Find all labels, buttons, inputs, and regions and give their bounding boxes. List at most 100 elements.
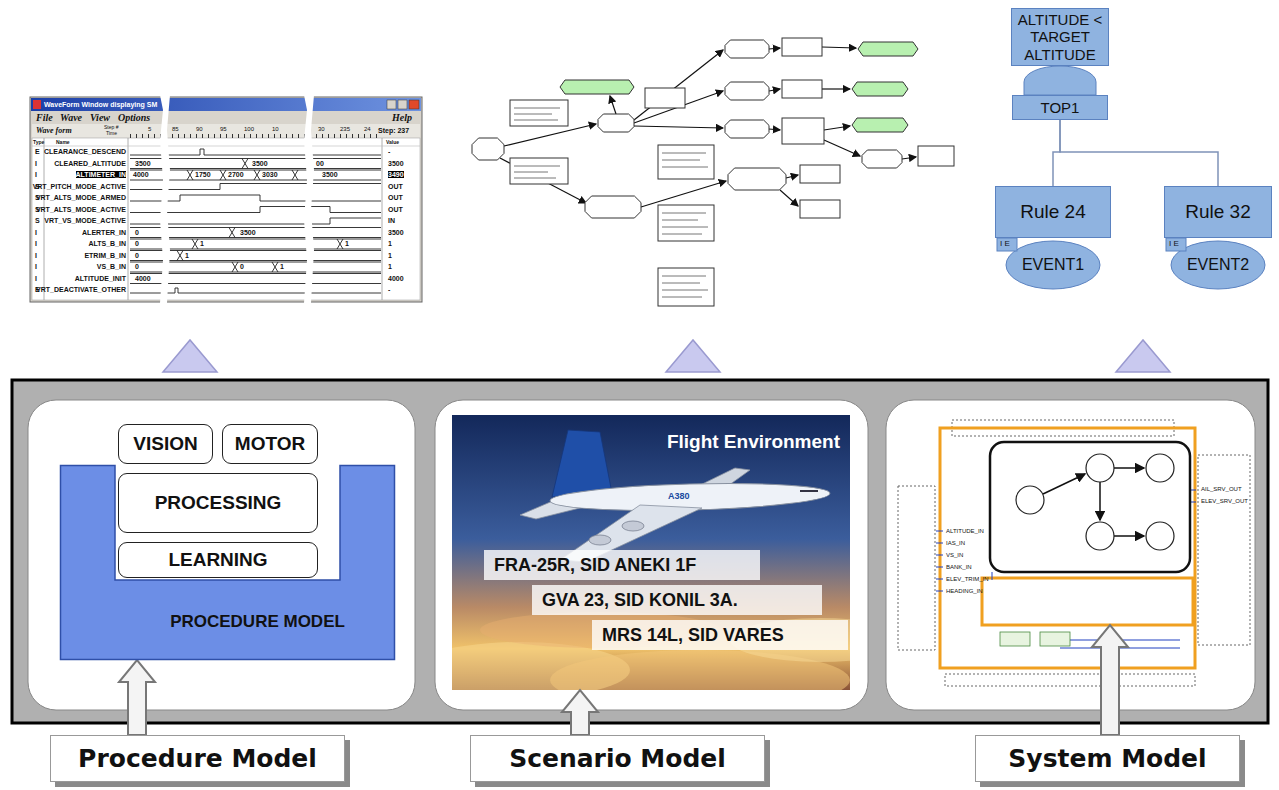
signal-port: ELEV_TRIM_IN bbox=[946, 576, 989, 582]
fault-tree-gate bbox=[1024, 66, 1096, 95]
search-tree-graph bbox=[472, 38, 954, 306]
waveform-window bbox=[44, 138, 382, 300]
signal-type: S bbox=[35, 217, 40, 224]
current-value: 3490 bbox=[388, 171, 404, 178]
u-shape bbox=[61, 466, 395, 660]
waveform-window bbox=[30, 97, 422, 302]
search-tree-graph bbox=[769, 89, 780, 91]
search-tree-graph bbox=[782, 38, 822, 56]
flight-picture bbox=[552, 430, 612, 497]
search-tree-graph bbox=[782, 80, 822, 98]
search-tree-graph bbox=[725, 40, 769, 58]
search-tree-graph bbox=[658, 205, 714, 241]
ruler-number: 10 bbox=[272, 126, 279, 132]
signal-port: AIL_SRV_OUT bbox=[1201, 486, 1242, 492]
node-text: EVENT2 bbox=[1187, 256, 1249, 274]
tree-link bbox=[1060, 120, 1218, 186]
current-value: - bbox=[388, 148, 390, 155]
signal-value: 0 bbox=[135, 240, 139, 247]
condition-box: ALTITUDE < TARGET ALTITUDE bbox=[1011, 8, 1109, 66]
search-tree-graph bbox=[500, 158, 586, 203]
search-tree-graph bbox=[560, 42, 918, 132]
fault-tree-gate bbox=[1166, 238, 1186, 251]
node-text: Rule 24 bbox=[1020, 201, 1086, 223]
flight-picture bbox=[452, 415, 850, 690]
search-tree-graph bbox=[769, 129, 780, 130]
signal-name: ALERTER_IN bbox=[82, 229, 126, 236]
search-tree-graph bbox=[786, 175, 798, 178]
node-text: VISION bbox=[133, 433, 197, 455]
route-band: FRA-25R, SID ANEKI 1F bbox=[484, 550, 760, 580]
signal-value: 00 bbox=[316, 160, 324, 167]
search-tree-graph bbox=[585, 196, 641, 218]
search-tree-graph bbox=[725, 120, 769, 138]
menu-item: Options bbox=[118, 113, 150, 123]
flight-picture bbox=[622, 521, 644, 531]
signal-type: I bbox=[35, 252, 37, 259]
search-tree-graph bbox=[852, 118, 908, 132]
node-text: Flight Environment bbox=[667, 431, 840, 453]
flight-picture bbox=[800, 490, 818, 492]
gate-box: TOP1 bbox=[1012, 95, 1108, 120]
signal-name: ALTITUDE_INIT bbox=[75, 275, 126, 282]
signal-port: ELEV_SRV_OUT bbox=[1201, 498, 1248, 504]
signal-value: 3500 bbox=[135, 160, 151, 167]
search-tree-graph bbox=[822, 88, 850, 89]
model-label: System Model bbox=[975, 735, 1240, 782]
search-tree-graph bbox=[862, 150, 902, 168]
ruler-number: 30 bbox=[318, 126, 325, 132]
event-ellipse: EVENT2 bbox=[1171, 241, 1265, 289]
system-model-diagram bbox=[992, 572, 1180, 648]
fault-tree-gate bbox=[1006, 241, 1100, 289]
signal-name: VRT_DEACTIVATE_OTHER bbox=[36, 286, 126, 293]
system-model-diagram bbox=[898, 420, 1250, 735]
model-label: Scenario Model bbox=[470, 735, 765, 782]
event-tag: I E bbox=[1169, 240, 1179, 248]
waveform-window bbox=[409, 100, 419, 109]
window-title: WaveForm Window displaying SM bbox=[44, 101, 157, 108]
waveform-window bbox=[31, 98, 421, 111]
search-tree-graph bbox=[918, 146, 954, 166]
system-model-diagram bbox=[1146, 454, 1174, 482]
signal-type: I bbox=[35, 229, 37, 236]
waveform-window bbox=[32, 138, 420, 300]
menu-item: Wave bbox=[60, 113, 82, 123]
signal-value: 2700 bbox=[228, 171, 244, 178]
system-model-diagram bbox=[940, 428, 1195, 668]
ruler-number: 100 bbox=[244, 126, 254, 132]
signal-value: 3030 bbox=[262, 171, 278, 178]
current-value: 1 bbox=[388, 252, 392, 259]
model-label: Procedure Model bbox=[50, 735, 345, 782]
waveform-window bbox=[130, 134, 381, 138]
search-tree-graph bbox=[662, 276, 708, 297]
event-tag: I E bbox=[1000, 240, 1010, 248]
current-value: 3500 bbox=[388, 160, 404, 167]
signal-name: CLEARANCE_DESCEND bbox=[44, 148, 126, 155]
triangle-pointer bbox=[163, 340, 1170, 372]
model-panel bbox=[12, 380, 1268, 723]
ruler-number: 5 bbox=[148, 126, 151, 132]
node-text: Procedure Model bbox=[78, 744, 317, 773]
search-tree-graph bbox=[780, 190, 798, 206]
search-tree-graph bbox=[598, 114, 634, 132]
signal-type: I bbox=[35, 275, 37, 282]
node-text: MOTOR bbox=[235, 433, 305, 455]
system-model-diagram bbox=[1016, 454, 1174, 550]
search-tree-graph bbox=[634, 50, 723, 120]
search-tree-graph bbox=[662, 153, 708, 234]
current-value: - bbox=[388, 286, 390, 293]
search-tree-graph bbox=[824, 126, 850, 130]
search-tree-graph bbox=[658, 268, 714, 306]
triangle-pointer bbox=[666, 340, 720, 372]
signal-name: ETRIM_B_IN bbox=[84, 252, 126, 259]
current-value: 3500 bbox=[388, 229, 404, 236]
signal-value: 0 bbox=[135, 252, 139, 259]
search-tree-graph bbox=[800, 165, 840, 183]
rule-box: Rule 24 bbox=[995, 186, 1111, 238]
column-header: Name bbox=[56, 140, 70, 145]
system-model-diagram bbox=[1043, 474, 1085, 494]
current-value: 1 bbox=[388, 240, 392, 247]
signal-type: I bbox=[35, 240, 37, 247]
node-text: Scenario Model bbox=[509, 744, 726, 773]
waveform-window bbox=[32, 124, 420, 138]
